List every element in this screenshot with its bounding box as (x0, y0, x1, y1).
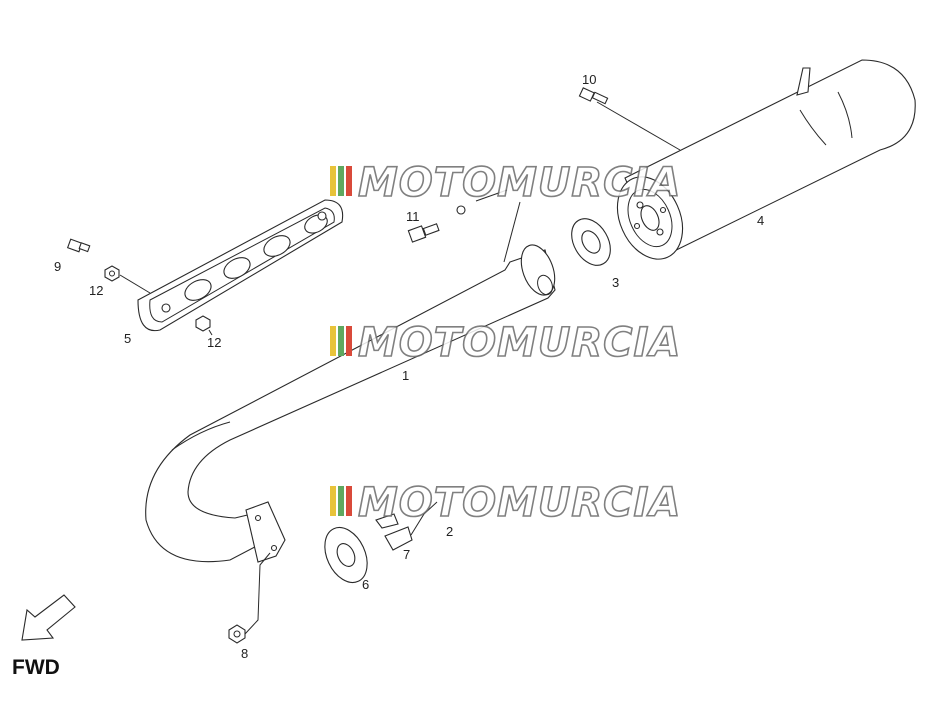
watermark-stripe (346, 166, 352, 196)
watermark-text: MOTOMURCIA (358, 160, 681, 206)
watermark-stripe (330, 326, 336, 356)
watermark-stripe (338, 486, 344, 516)
callout-9: 9 (54, 259, 61, 274)
callout-12a: 12 (89, 283, 103, 298)
gasket-3 (571, 218, 611, 266)
bolt-11 (407, 205, 466, 243)
callout-12b: 12 (207, 335, 221, 350)
gasket-6 (324, 526, 368, 584)
callout-4: 4 (757, 213, 764, 228)
watermark-stripe (338, 166, 344, 196)
callout-6: 6 (362, 577, 369, 592)
watermark-stripe (346, 326, 352, 356)
nut-12-lower (195, 315, 211, 332)
bolt-10 (578, 87, 609, 105)
callout-10: 10 (582, 72, 596, 87)
watermark-stripe (330, 486, 336, 516)
callout-5: 5 (124, 331, 131, 346)
watermark-stripe (346, 486, 352, 516)
exhaust-pipe (145, 244, 556, 563)
watermark-middle: MOTOMURCIA (330, 319, 681, 367)
fwd-label: FWD (12, 656, 60, 679)
callout-8: 8 (241, 646, 248, 661)
heat-shield (137, 199, 344, 332)
watermark-text: MOTOMURCIA (358, 480, 681, 526)
callout-11: 11 (406, 209, 420, 224)
watermark-stripe (338, 326, 344, 356)
fwd-arrow-icon (21, 594, 76, 641)
bolt-9 (66, 238, 91, 253)
nut-12-upper (104, 265, 120, 282)
watermark-top: MOTOMURCIA (330, 159, 681, 207)
callout-2: 2 (446, 524, 453, 539)
callout-1: 1 (402, 368, 409, 383)
callout-7: 7 (403, 547, 410, 562)
leader-lines (119, 101, 681, 635)
watermark-text: MOTOMURCIA (358, 320, 681, 366)
callout-3: 3 (612, 275, 619, 290)
nut-8 (228, 624, 246, 644)
watermark-stripe (330, 166, 336, 196)
muffler (616, 59, 916, 260)
watermark-bottom: MOTOMURCIA (330, 479, 681, 527)
clip-7 (375, 513, 413, 551)
